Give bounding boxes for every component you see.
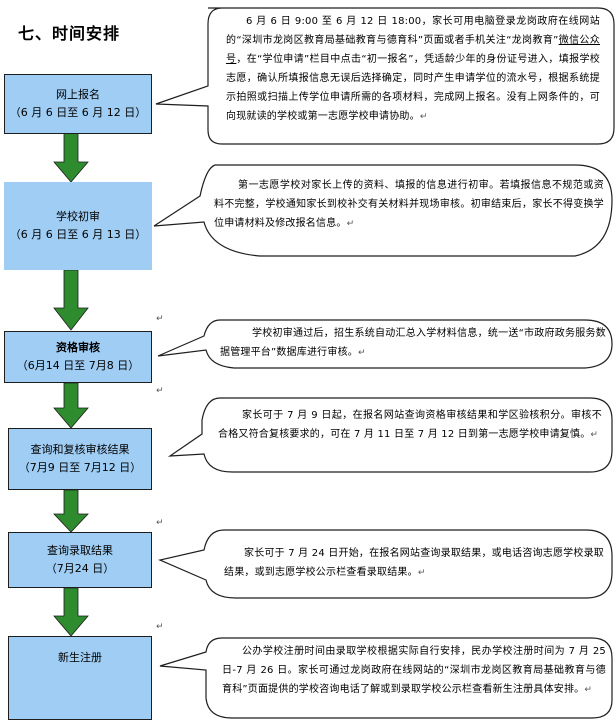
step-title: 查询录取结果 — [47, 544, 113, 557]
note-text-part: 家长可于 7 月 9 日起，在报名网站查询资格审核结果和学区验核积分。审核不合格… — [218, 410, 602, 440]
paragraph-mark: ↵ — [156, 622, 164, 632]
paragraph-mark: ↵ — [156, 518, 164, 528]
arrow-down-2 — [53, 269, 89, 331]
note-text-2: 第一志愿学校对家长上传的资料、填报的信息进行初审。若填报信息不规范或资料不完整，… — [214, 176, 604, 234]
step-query-admission: 查询录取结果 （7月24 日） — [8, 532, 152, 588]
step-freshman-registration: 新生注册 — [8, 636, 152, 720]
note-text-6: 公办学校注册时间由录取学校根据实际自行安排，民办学校注册时间为 7 月 25 日… — [222, 642, 606, 700]
note-text-1: 6 月 6 日 9:00 至 6 月 12 日 18:00，家长可用电脑登录龙岗… — [226, 12, 600, 127]
note-text-5: 家长可于 7 月 24 日开始，在报名网站查询录取结果，或电话咨询志愿学校录取结… — [224, 544, 604, 583]
arrow-down-3 — [53, 382, 89, 429]
step-qualification-review: 资格审核 （6月14 日至 7月8 日） — [4, 331, 152, 383]
step-query-and-recheck: 查询和复核审核结果 （7月9 日至 7月12 日） — [8, 428, 152, 490]
step-title: 网上报名 — [56, 88, 100, 101]
paragraph-mark: ↵ — [346, 219, 355, 229]
note-text-part: 家长可于 7 月 24 日开始，在报名网站查询录取结果，或电话咨询志愿学校录取结… — [224, 548, 604, 578]
step-school-preliminary-review: 学校初审 （6 月 6 日至 6 月 13 日） — [4, 182, 152, 270]
note-text-part: 6 月 6 日 9:00 至 6 月 12 日 18:00，家长可用电脑登录龙岗… — [226, 16, 600, 46]
note-text-part: ，在“学位申请”栏目中点击“初一报名”，凭适龄少年的身份证号进入，填报学校志愿，… — [226, 54, 600, 122]
arrow-down-1 — [53, 132, 89, 183]
note-bubble-2 — [153, 164, 613, 257]
paragraph-mark: ↵ — [357, 348, 366, 358]
note-bubble-5 — [158, 529, 613, 599]
note-bubble-6 — [159, 637, 613, 719]
paragraph-mark: ↵ — [417, 568, 426, 578]
paragraph-mark: ↵ — [590, 430, 599, 440]
paragraph-mark: ↵ — [584, 685, 593, 695]
note-text-part: 公办学校注册时间由录取学校根据实际自行安排，民办学校注册时间为 7 月 25 日… — [222, 646, 606, 695]
note-text-part: 学校初审通过后，招生系统自动汇总入学材料信息，统一送“市政府政务服务数据管理平台… — [220, 328, 606, 358]
note-text-3: 学校初审通过后，招生系统自动汇总入学材料信息，统一送“市政府政务服务数据管理平台… — [220, 324, 606, 363]
step-dates: （7月9 日至 7月12 日） — [18, 461, 142, 474]
step-dates: （7月24 日） — [45, 562, 115, 575]
note-text-part: 第一志愿学校对家长上传的资料、填报的信息进行初审。若填报信息不规范或资料不完整，… — [214, 180, 604, 229]
wechat-link[interactable]: 微信公众号 — [226, 35, 600, 65]
paragraph-mark: ↵ — [156, 386, 164, 396]
step-dates: （6 月 6 日至 6 月 12 日） — [9, 106, 147, 119]
step-title: 新生注册 — [58, 651, 102, 664]
section-title: 七、时间安排 — [18, 24, 121, 43]
note-text-4: 家长可于 7 月 9 日起，在报名网站查询资格审核结果和学区验核积分。审核不合格… — [218, 406, 602, 445]
arrow-down-5 — [53, 587, 89, 637]
paragraph-mark: ↵ — [419, 112, 428, 122]
step-title: 学校初审 — [56, 210, 100, 223]
step-dates: （6 月 6 日至 6 月 13 日） — [9, 228, 147, 241]
paragraph-mark: ↵ — [156, 314, 164, 324]
note-bubble-1 — [155, 7, 615, 145]
note-bubble-3 — [157, 319, 613, 369]
step-title: 资格审核 — [56, 341, 100, 354]
step-dates: （6月14 日至 7月8 日） — [16, 359, 140, 372]
step-online-registration: 网上报名 （6 月 6 日至 6 月 12 日） — [4, 74, 152, 134]
step-title: 查询和复核审核结果 — [30, 443, 130, 456]
note-bubble-4 — [167, 397, 613, 473]
arrow-down-4 — [53, 489, 89, 533]
